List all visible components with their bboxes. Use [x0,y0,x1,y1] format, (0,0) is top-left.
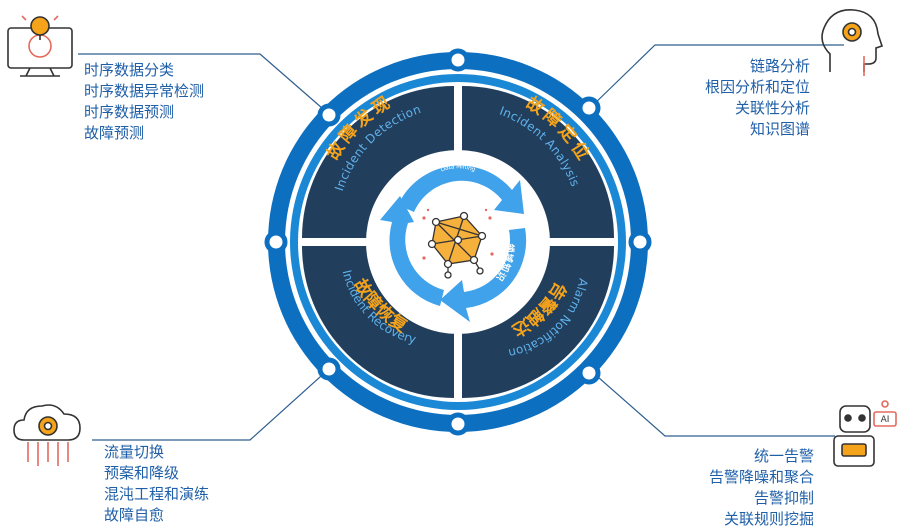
list-bottom-right: 统一告警 告警降噪和聚合 告警抑制 关联规则挖掘 [650,446,814,530]
list-item: 故障自愈 [104,506,165,524]
head-gear-icon [821,9,884,76]
list-item: 混沌工程和演练 [104,485,210,503]
list-item: 统一告警 [753,447,814,465]
monitor-gear-icon [7,15,73,77]
connector-bottom-right [589,369,835,437]
ring-dot [628,230,652,254]
ring-dots [264,48,652,436]
robot-ai-badge: AI [881,415,890,425]
ring-dot [446,412,470,436]
connector-top-right [589,44,844,109]
list-item: 关联规则挖掘 [723,510,814,528]
ring-dot [317,357,341,381]
cycle-arrow-left [380,196,444,306]
cycle-arrow-top [398,165,524,214]
list-item: 时序数据异常检测 [84,82,205,100]
list-item: 根因分析和定位 [704,78,810,96]
list-top-right: 链路分析 根因分析和定位 关联性分析 知识图谱 [670,56,810,140]
connector-top-left [78,53,331,116]
list-item: 链路分析 [749,57,810,75]
list-item: 预案和降级 [104,464,180,482]
ring-dot [577,361,601,385]
list-item: 告警降噪和聚合 [708,468,814,486]
list-bottom-left: 流量切换 预案和降级 混沌工程和演练 故障自愈 [104,442,209,526]
robot-ai-icon: AI [833,400,897,467]
connector-lines [78,44,844,441]
list-item: 时序数据预测 [84,103,175,121]
connector-bottom-left [92,367,331,441]
cycle-top-en: Data Mining [440,163,477,173]
list-item: 时序数据分类 [84,61,175,79]
cycle-left-en: Machine Learning [409,222,420,263]
list-item: 流量切换 [104,443,165,461]
cycle-arrows [380,165,527,322]
list-item: 关联性分析 [734,99,810,117]
list-item: 告警抑制 [753,489,814,507]
network-brain-icon [422,208,494,279]
ring-dot [446,48,470,72]
cloud-gear-icon [13,404,81,466]
list-item: 知识图谱 [749,120,810,138]
ring-dot [264,230,288,254]
list-item: 故障预测 [84,124,145,142]
list-top-left: 时序数据分类 时序数据异常检测 时序数据预测 故障预测 [84,60,204,144]
cycle-arrow-right [440,228,527,322]
ring-dot [317,103,341,127]
ring-dot [577,96,601,120]
